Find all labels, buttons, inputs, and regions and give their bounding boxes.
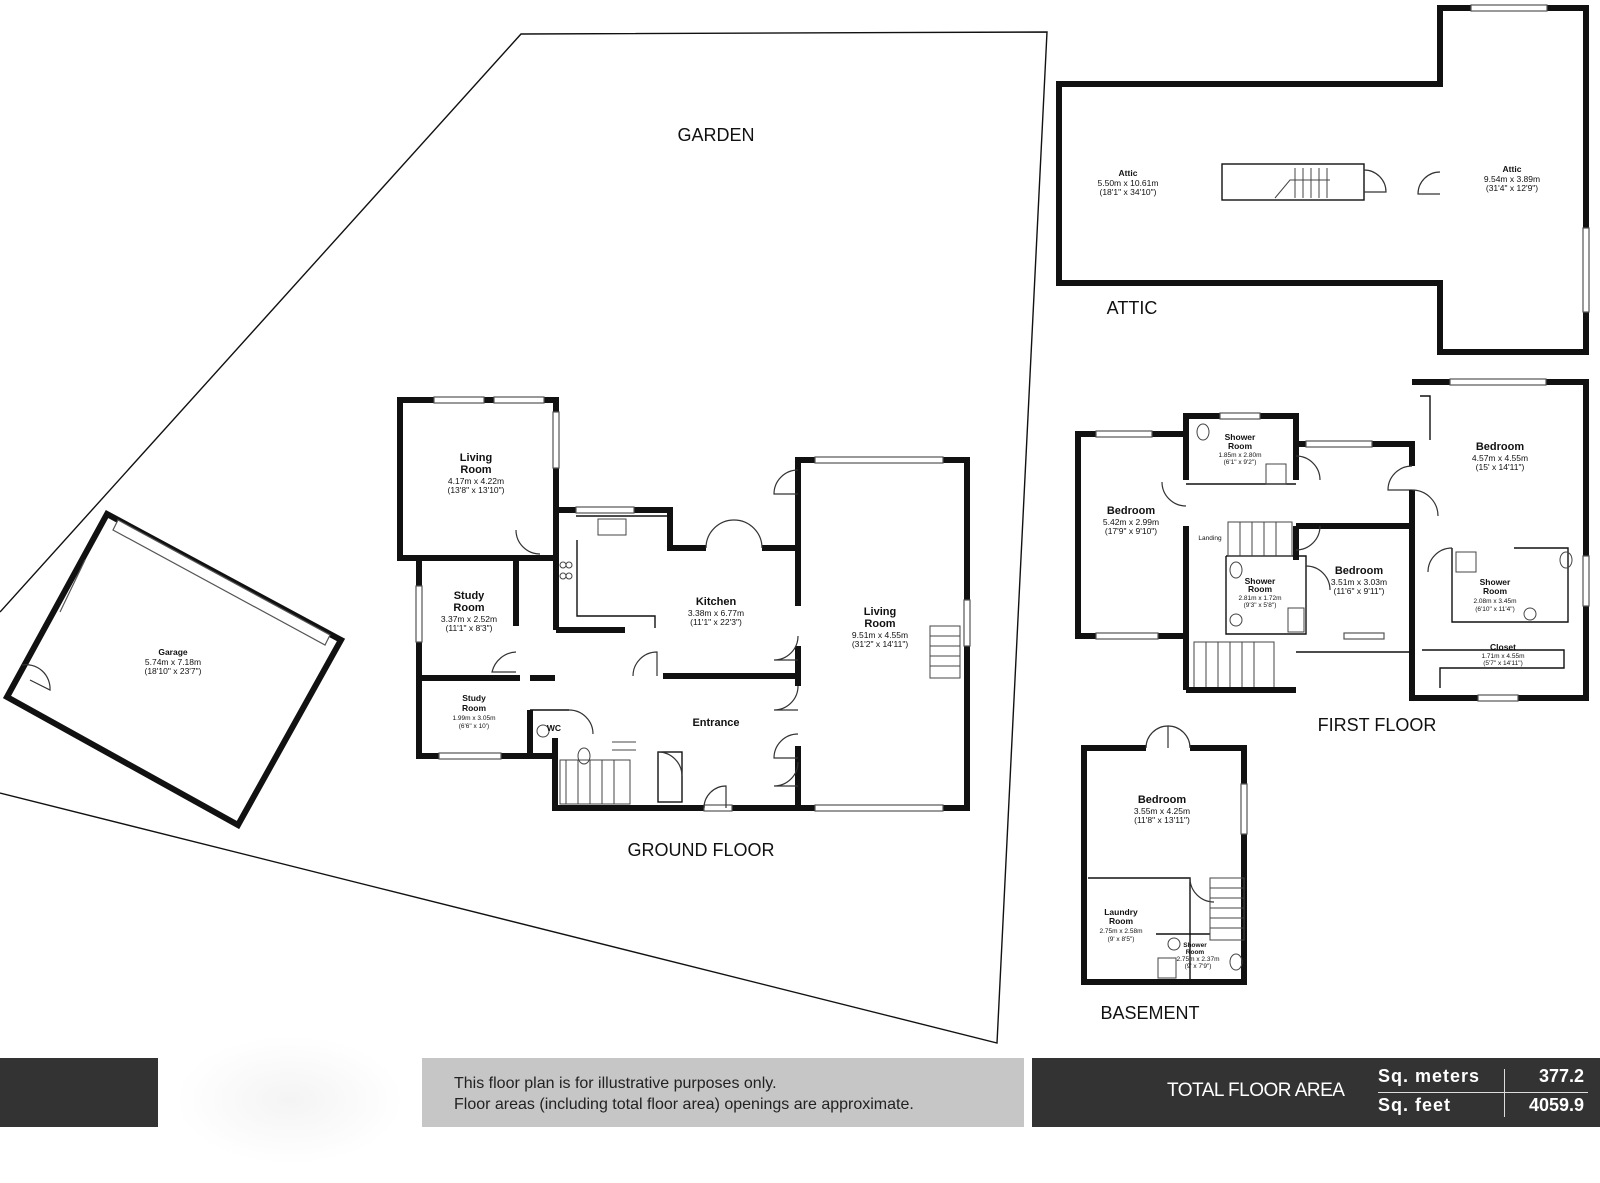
living-room-small-imperial: (13'8" x 13'10")	[447, 485, 504, 495]
laundry-name-1: Laundry	[1104, 907, 1138, 917]
shower-first-right-name-1: Shower	[1480, 577, 1511, 587]
shower-first-mid-name-2: Room	[1248, 584, 1273, 594]
study-room-1-metric: 3.37m x 2.52m	[441, 614, 497, 624]
living-room-large-name-1: Living	[864, 606, 896, 618]
closet-metric: 1.71m x 4.55m	[1482, 653, 1525, 660]
study-room-1-name-2: Room	[453, 602, 484, 614]
bedroom-first-mid-metric: 3.51m x 3.03m	[1331, 577, 1387, 587]
kitchen-metric: 3.38m x 6.77m	[688, 608, 744, 618]
attic-right-metric: 9.54m x 3.89m	[1484, 174, 1540, 184]
kitchen-name: Kitchen	[696, 596, 737, 608]
shower-first-top-imperial: (6'1" x 9'2")	[1224, 459, 1257, 466]
first-floor-label: FIRST FLOOR	[1318, 715, 1437, 735]
bedroom-first-right-name: Bedroom	[1476, 441, 1525, 453]
garden-label: GARDEN	[677, 125, 754, 145]
study-room-2-name-2: Room	[462, 703, 487, 713]
bedroom-basement-metric: 3.55m x 4.25m	[1134, 806, 1190, 816]
living-room-large-metric: 9.51m x 4.55m	[852, 630, 908, 640]
closet-imperial: (5'7" x 14'11")	[1483, 660, 1523, 667]
sq-feet-value: 4059.9	[1528, 1095, 1584, 1115]
bedroom-first-left-imperial: (17'9" x 9'10")	[1105, 526, 1157, 536]
attic-right-imperial: (31'4" x 12'9")	[1486, 183, 1538, 193]
shower-first-top-name-2: Room	[1228, 441, 1253, 451]
living-room-small-name-2: Room	[460, 464, 491, 476]
garage-structure	[2, 509, 346, 830]
footer-left-bar	[0, 1058, 158, 1127]
bedroom-basement-imperial: (11'8" x 13'11")	[1134, 815, 1190, 825]
bedroom-first-mid-imperial: (11'6" x 9'11")	[1333, 586, 1384, 596]
laundry-metric: 2.75m x 2.58m	[1100, 928, 1143, 935]
disclaimer-box: This floor plan is for illustrative purp…	[422, 1058, 1024, 1127]
study-room-2-name-1: Study	[462, 693, 486, 703]
shower-first-right-metric: 2.08m x 3.45m	[1474, 598, 1517, 605]
living-room-small-name-1: Living	[460, 452, 492, 464]
shower-first-right-name-2: Room	[1483, 586, 1508, 596]
landing-label: Landing	[1198, 535, 1222, 542]
laundry-name-2: Room	[1109, 916, 1134, 926]
shower-first-mid-name-1: Shower	[1245, 576, 1276, 586]
shower-first-mid-metric: 2.81m x 1.72m	[1239, 595, 1282, 602]
shower-first-right-imperial: (6'10" x 11'4")	[1475, 606, 1515, 613]
ground-floor-label: GROUND FLOOR	[627, 840, 774, 860]
shower-first-top-name-1: Shower	[1225, 432, 1256, 442]
shower-basement-metric: 2.75m x 2.37m	[1177, 956, 1220, 963]
living-room-large-imperial: (31'2" x 14'11")	[852, 639, 909, 649]
ground-floor	[397, 396, 971, 812]
shower-basement-name-1: Shower	[1183, 942, 1207, 949]
attic-left-metric: 5.50m x 10.61m	[1098, 178, 1159, 188]
bedroom-basement-name: Bedroom	[1138, 794, 1187, 806]
watermark-logo	[175, 1035, 405, 1165]
living-room-small-metric: 4.17m x 4.22m	[448, 476, 504, 486]
value-separator	[1504, 1069, 1505, 1117]
attic-right-name: Attic	[1503, 164, 1522, 174]
attic-left-name: Attic	[1119, 168, 1138, 178]
row-separator	[1378, 1092, 1588, 1093]
garden-boundary	[0, 31, 1048, 1044]
kitchen-imperial: (11'1" x 22'3")	[690, 617, 742, 627]
bedroom-first-right-metric: 4.57m x 4.55m	[1472, 453, 1528, 463]
shower-first-top-metric: 1.85m x 2.80m	[1219, 452, 1262, 459]
shower-basement-imperial: (9' x 7'9")	[1185, 963, 1212, 970]
sq-feet-label: Sq. feet	[1378, 1095, 1452, 1115]
closet-name: Closet	[1490, 642, 1516, 652]
shower-basement-name-2: Room	[1186, 949, 1205, 956]
first-floor	[1075, 378, 1590, 702]
sq-meters-value: 377.2	[1538, 1066, 1584, 1086]
study-room-1-imperial: (11'1" x 8'3")	[446, 623, 493, 633]
wc-label: WC	[547, 723, 561, 733]
disclaimer-line-1: This floor plan is for illustrative purp…	[454, 1075, 777, 1092]
bedroom-first-mid-name: Bedroom	[1335, 565, 1384, 577]
sq-meters-label: Sq. meters	[1378, 1066, 1481, 1086]
garage-metric: 5.74m x 7.18m	[145, 657, 201, 667]
shower-first-mid-imperial: (9'3" x 5'8")	[1244, 602, 1277, 609]
study-room-2-metric: 1.99m x 3.05m	[453, 715, 496, 722]
bedroom-first-right-imperial: (15' x 14'11")	[1476, 462, 1525, 472]
garage-imperial: (18'10" x 23'7")	[144, 666, 201, 676]
disclaimer-line-2: Floor areas (including total floor area)…	[454, 1096, 914, 1113]
attic-floor	[1056, 4, 1590, 355]
attic-label: ATTIC	[1107, 298, 1158, 318]
bedroom-first-left-name: Bedroom	[1107, 505, 1156, 517]
attic-left-imperial: (18'1" x 34'10")	[1099, 187, 1156, 197]
total-floor-area-label: TOTAL FLOOR AREA	[1167, 1080, 1345, 1101]
study-room-1-name-1: Study	[454, 590, 485, 602]
bedroom-first-left-metric: 5.42m x 2.99m	[1103, 517, 1159, 527]
basement-label: BASEMENT	[1100, 1003, 1199, 1023]
living-room-large-name-2: Room	[864, 618, 895, 630]
total-floor-area-box: TOTAL FLOOR AREA Sq. meters 377.2 Sq. fe…	[1032, 1058, 1600, 1127]
laundry-imperial: (9' x 8'5")	[1108, 936, 1135, 943]
basement-floor	[1081, 725, 1248, 985]
entrance-name: Entrance	[692, 717, 739, 729]
garage-name: Garage	[158, 647, 188, 657]
study-room-2-imperial: (6'6" x 10')	[459, 723, 489, 730]
